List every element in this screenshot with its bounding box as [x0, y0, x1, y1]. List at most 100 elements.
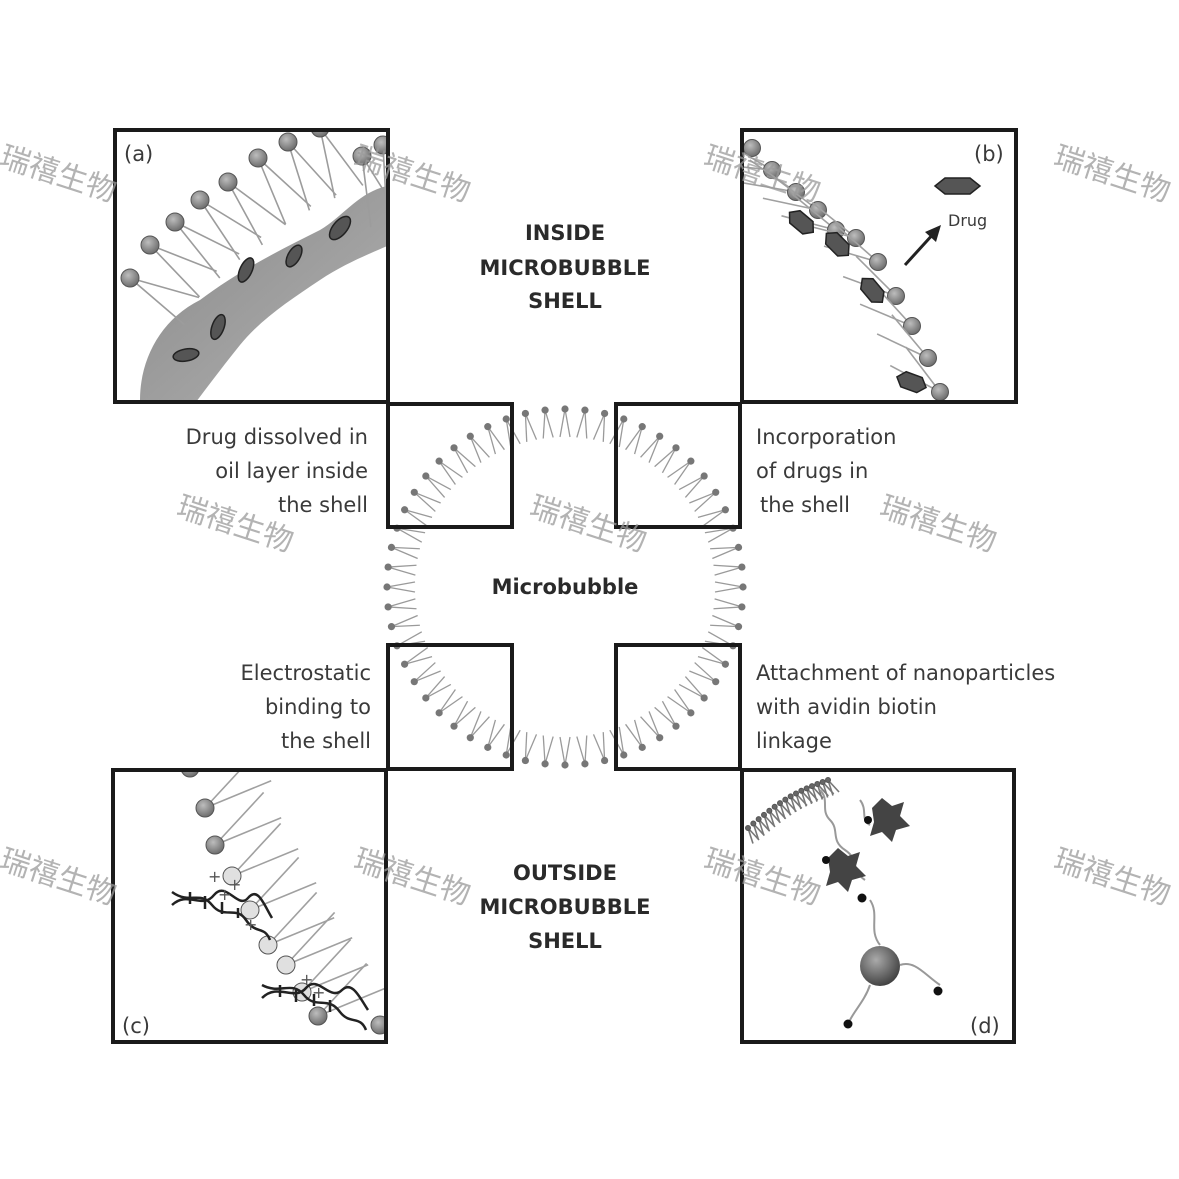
panel-d-frame — [740, 768, 1016, 1044]
lipid-molecule — [401, 647, 433, 668]
panel-c: +++ +++ (c) — [111, 768, 388, 1044]
lipid-molecule — [387, 543, 420, 560]
drug-label: Drug — [948, 211, 987, 230]
microbubble-ring — [383, 405, 747, 769]
lipid-molecule — [689, 488, 720, 512]
watermark: 瑞禧生物 — [700, 139, 825, 209]
lipid-molecule — [761, 811, 776, 831]
lipid-molecule — [876, 314, 937, 367]
svg-text:+: + — [208, 867, 221, 886]
outside-title: OUTSIDE MICROBUBBLE SHELL — [480, 861, 651, 953]
lipid-molecule — [710, 543, 743, 560]
lipid-molecule — [689, 662, 720, 686]
lipid-molecule — [697, 506, 729, 527]
lipid-molecule — [276, 911, 353, 975]
zoom-box-top-right — [614, 402, 742, 529]
caption-a-line-2: oil layer inside — [215, 459, 368, 483]
watermark: 瑞禧生物 — [0, 842, 120, 912]
panel-b: Drug (b) — [740, 128, 1018, 404]
lipid-molecule — [713, 563, 746, 576]
watermark: 瑞禧生物 — [700, 842, 825, 912]
lipid-molecule — [654, 700, 680, 730]
lipid-molecule — [592, 732, 609, 765]
lipid-molecule — [218, 172, 287, 246]
arrow-head-icon — [925, 225, 941, 242]
lipid-molecule — [576, 406, 589, 439]
zoom-box-top-left — [386, 402, 514, 529]
lipid-molecule — [777, 800, 792, 819]
lipid-molecule — [401, 506, 433, 527]
charge-markers: +++ +++ — [208, 867, 325, 1002]
lipid-molecule — [889, 346, 949, 401]
lipid-molecule — [248, 148, 312, 225]
lipid-molecule — [576, 735, 589, 768]
svg-text:+: + — [228, 875, 241, 894]
lipid-molecule — [609, 415, 628, 448]
lipid-molecule — [667, 689, 695, 717]
lipid-molecule — [466, 432, 490, 463]
lipid-molecule — [278, 132, 337, 211]
lipid-molecule — [713, 598, 746, 611]
caption-a-line-3: the shell — [278, 493, 368, 517]
watermark: 瑞禧生物 — [876, 489, 1001, 559]
svg-text:+: + — [244, 915, 257, 934]
lipid-molecule — [240, 856, 317, 920]
outside-title-line-2: MICROBUBBLE — [480, 895, 651, 919]
lipid-molecule — [809, 783, 824, 802]
lipid-molecule — [592, 409, 609, 442]
dna-strands — [171, 889, 370, 1031]
lipid-molecule — [678, 676, 708, 702]
lipid-molecule — [521, 409, 538, 442]
drug-icon — [933, 177, 982, 195]
lipid-molecule — [410, 488, 441, 512]
lipid-molecule — [541, 406, 554, 439]
lipid-molecule — [609, 726, 628, 759]
lipid-molecule — [625, 719, 646, 751]
svg-text:+: + — [300, 970, 313, 989]
inside-title-line-2: MICROBUBBLE — [480, 256, 651, 280]
lipid-molecule — [195, 770, 272, 818]
panel-b-frame — [740, 128, 1018, 404]
lipid-molecule — [640, 711, 664, 742]
watermark: 瑞禧生物 — [0, 139, 120, 209]
panel-c-label: (c) — [122, 1014, 150, 1038]
lipid-molecule — [222, 822, 299, 886]
shell-drug-molecules — [788, 209, 927, 394]
lipid-molecule — [180, 770, 200, 778]
outside-title-line-1: OUTSIDE — [513, 861, 617, 885]
oil-layer — [140, 185, 388, 402]
zoom-box-bottom-left — [386, 643, 514, 771]
biotin-dots — [822, 816, 943, 1029]
lipid-molecule — [435, 689, 463, 717]
caption-b: Incorporation of drugs in the shell — [756, 425, 896, 517]
center-label: Microbubble — [492, 575, 639, 599]
caption-d-line-1: Attachment of nanoparticles — [756, 661, 1055, 685]
panel-c-frame — [111, 768, 388, 1044]
lipid-molecule — [435, 457, 463, 485]
inside-title-line-3: SHELL — [528, 289, 602, 313]
lipid-molecule — [541, 735, 554, 768]
caption-a-line-1: Drug dissolved in — [186, 425, 368, 449]
lipid-molecule — [384, 563, 417, 576]
lipid-molecule — [450, 700, 476, 730]
lipid-molecule — [205, 791, 282, 855]
lipid-molecule — [825, 776, 840, 796]
caption-c-line-3: the shell — [281, 729, 371, 753]
lipid-molecule — [755, 816, 771, 835]
caption-c-line-1: Electrostatic — [241, 661, 371, 685]
watermark: 瑞禧生物 — [1050, 842, 1175, 912]
inside-title-line-1: INSIDE — [525, 221, 605, 245]
avidin-proteins — [826, 798, 910, 892]
watermark: 瑞禧生物 — [1050, 139, 1175, 209]
lipid-molecule — [190, 190, 262, 261]
panel-d: (d) — [740, 768, 1016, 1044]
lipid-molecule — [484, 719, 505, 751]
lipid-molecule — [450, 444, 476, 474]
lipid-molecule — [422, 676, 452, 702]
lipid-molecule — [625, 423, 646, 455]
lipid-molecule — [422, 472, 452, 498]
nanoparticle — [860, 946, 900, 986]
lipid-molecule — [383, 581, 416, 593]
watermark: 瑞禧生物 — [526, 489, 651, 559]
